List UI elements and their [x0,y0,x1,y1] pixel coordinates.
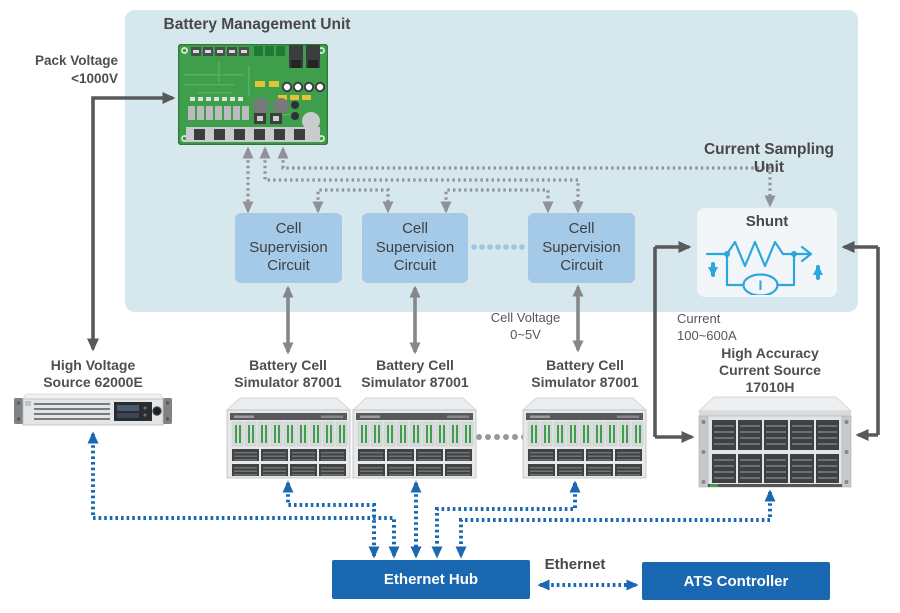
pack-voltage-line [87,92,176,352]
bmu-pcb-icon [177,43,329,150]
current-source-label: High Accuracy Current Source 17010H [719,345,821,396]
battery-cell-simulator-1-icon [226,397,351,484]
csc-box-3: Cell Supervision Circuit [528,213,635,283]
shunt-circuit-icon: I [705,240,823,295]
csc-box-1: Cell Supervision Circuit [235,213,342,283]
ammeter-label: I [759,277,763,293]
current-range-label: Current 100~600A [677,311,737,343]
battery-cell-simulator-3-icon [522,397,647,484]
csc-box-2: Cell Supervision Circuit [362,213,468,283]
simulator-ellipsis-dots [476,434,527,440]
shunt-box: Shunt I [697,208,837,297]
simulator-2-label: Battery Cell Simulator 87001 [361,357,469,391]
csc-ellipsis-dots [471,244,525,250]
simulator-3-label: Battery Cell Simulator 87001 [531,357,639,391]
ethernet-label: Ethernet [544,556,606,573]
cell-voltage-arrows [282,284,584,355]
ats-controller-box: ATS Controller [642,562,830,600]
pack-voltage-label: Pack Voltage <1000V [34,53,118,86]
current-source-17010h-icon [698,396,852,493]
bmu-csc-dashed-links [242,146,776,214]
bmu-title: Battery Management Unit [163,16,351,33]
simulator-1-label: Battery Cell Simulator 87001 [234,357,342,391]
hv-source-label: High Voltage Source 62000E [43,357,143,391]
shunt-title: Shunt [745,213,789,230]
current-loop-lines [653,241,880,443]
battery-cell-simulator-2-icon [352,397,477,484]
ethernet-hub-box: Ethernet Hub [332,560,530,599]
current-sampling-unit-title: Current Sampling Unit [703,141,835,176]
ethernet-lines [87,431,776,591]
hv-source-62000e-icon [14,392,172,435]
cell-voltage-label: Cell Voltage 0~5V [490,310,561,342]
